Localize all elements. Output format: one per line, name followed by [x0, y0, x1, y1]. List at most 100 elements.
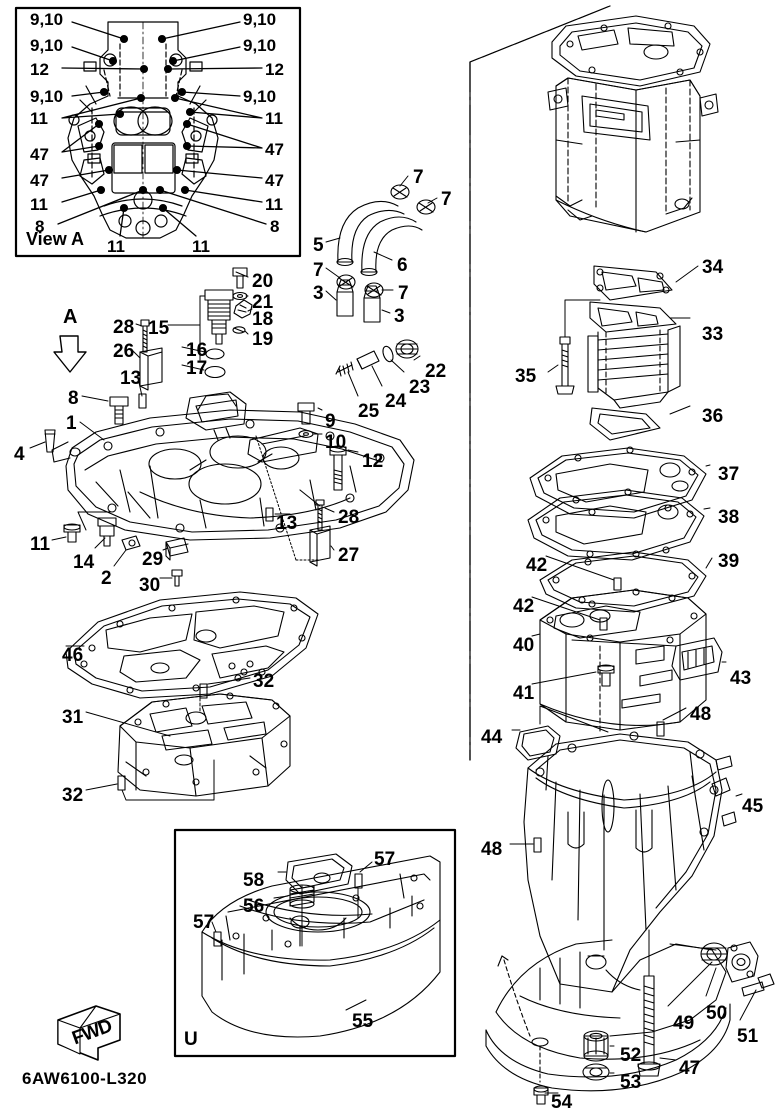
callout-va-12-l: 12	[30, 60, 49, 79]
callout-c7d: 7	[398, 283, 409, 304]
lower-casing	[485, 939, 731, 1092]
hardware-49-51	[667, 941, 775, 1021]
callout-c28a: 28	[113, 317, 135, 338]
callout-c3a: 3	[313, 283, 324, 304]
callout-c31: 31	[62, 707, 84, 728]
fitting-22	[395, 339, 419, 359]
callout-c15: 15	[148, 318, 170, 339]
callout-c51: 51	[737, 1026, 759, 1047]
detail-panel-label: U	[184, 1029, 198, 1050]
callout-c42a: 42	[526, 555, 548, 576]
callout-c28b: 28	[338, 507, 360, 528]
callout-c49: 49	[673, 1013, 695, 1034]
hardware-52-54	[533, 1030, 615, 1105]
bracket-49	[725, 941, 759, 983]
callout-c32b: 32	[62, 785, 84, 806]
callout-c8: 8	[68, 388, 79, 409]
callout-c12: 12	[362, 451, 384, 472]
gasket-36	[589, 405, 691, 441]
anode-26	[139, 347, 163, 391]
exhaust-guide-body	[547, 15, 719, 233]
callout-c30: 30	[139, 575, 161, 596]
callout-c7a: 7	[413, 167, 424, 188]
washer-21	[232, 291, 248, 301]
dowel-42a	[545, 555, 622, 591]
callout-c53: 53	[620, 1072, 642, 1093]
gasket-46	[65, 591, 319, 699]
callout-c21: 21	[252, 292, 274, 313]
callout-c35: 35	[515, 366, 537, 387]
anode-29	[165, 537, 189, 561]
callout-c18: 18	[252, 309, 274, 330]
diagram-code: 6AW6100-L320	[22, 1069, 148, 1088]
callout-va-47-l1: 47	[30, 145, 49, 164]
callout-c52: 52	[620, 1045, 642, 1066]
callout-c48b: 48	[481, 839, 503, 860]
callout-c48a: 48	[690, 704, 712, 725]
callout-c32a: 32	[253, 671, 275, 692]
callout-c39: 39	[718, 551, 740, 572]
callout-va-47-r2: 47	[265, 171, 284, 190]
callout-c6: 6	[397, 255, 408, 276]
callout-c14: 14	[73, 552, 95, 573]
spring-25	[335, 361, 354, 377]
callout-va-9-10-tr: 9,10	[243, 10, 277, 29]
callout-c26: 26	[113, 341, 135, 362]
callout-u58: 58	[243, 870, 265, 891]
callout-c11: 11	[30, 534, 51, 555]
callout-c44: 44	[481, 727, 503, 748]
callout-c25: 25	[358, 401, 380, 422]
washer-53	[582, 1063, 610, 1081]
callout-c22: 22	[425, 361, 447, 382]
bolt-41	[531, 664, 615, 687]
section-arrow-label: A	[63, 306, 78, 328]
dowel-13a	[138, 393, 147, 409]
callout-va-11-bc2: 11	[192, 237, 210, 256]
bolt-47	[637, 929, 677, 1077]
callout-va-47-l2: 47	[30, 171, 49, 190]
callout-c46: 46	[62, 645, 84, 666]
valve-body-15	[204, 289, 234, 345]
callout-c24: 24	[385, 391, 407, 412]
callout-va-11-br: 11	[265, 195, 283, 214]
bolt-54	[533, 1085, 549, 1105]
oring-17	[204, 365, 226, 379]
callout-c29: 29	[142, 549, 164, 570]
small-hardware-22-25	[335, 339, 421, 397]
callout-c7b: 7	[441, 189, 452, 210]
fwd-arrow	[57, 1005, 121, 1061]
bolt-30	[171, 569, 183, 587]
hose-clamp-7b	[416, 199, 436, 215]
hose-clamp-7a	[390, 184, 410, 200]
callout-va-11-bc1: 11	[107, 237, 125, 256]
view-a-leaders	[57, 21, 267, 237]
bolt-14	[97, 517, 117, 547]
callout-u57a: 57	[374, 849, 396, 870]
callout-c27: 27	[338, 545, 360, 566]
callout-c1: 1	[66, 413, 77, 434]
section-divider	[469, 5, 611, 761]
callout-c5: 5	[313, 235, 324, 256]
dowel-32a	[199, 683, 208, 699]
anode-27	[309, 525, 331, 567]
callout-va-11-mr: 11	[265, 109, 283, 128]
callout-c13a: 13	[120, 368, 142, 389]
callout-c41: 41	[513, 683, 535, 704]
dowel-57a	[354, 873, 363, 889]
exhaust-manifold-33	[587, 301, 691, 409]
callout-c3b: 3	[394, 306, 405, 327]
bolt-12a	[329, 445, 347, 491]
exhaust-guide-case-1	[51, 391, 415, 541]
screw-28a	[140, 319, 150, 353]
callout-c50: 50	[706, 1003, 728, 1024]
dowel-42b	[531, 596, 608, 631]
callout-va-9-10-tl: 9,10	[30, 10, 64, 29]
detail-u-panel	[173, 828, 457, 1058]
dowel-32b	[117, 775, 126, 791]
callout-c47: 47	[679, 1058, 701, 1079]
plate-38	[527, 488, 711, 561]
oring-23	[382, 345, 394, 363]
callout-c34: 34	[702, 257, 724, 278]
fitting-3a	[336, 279, 354, 317]
